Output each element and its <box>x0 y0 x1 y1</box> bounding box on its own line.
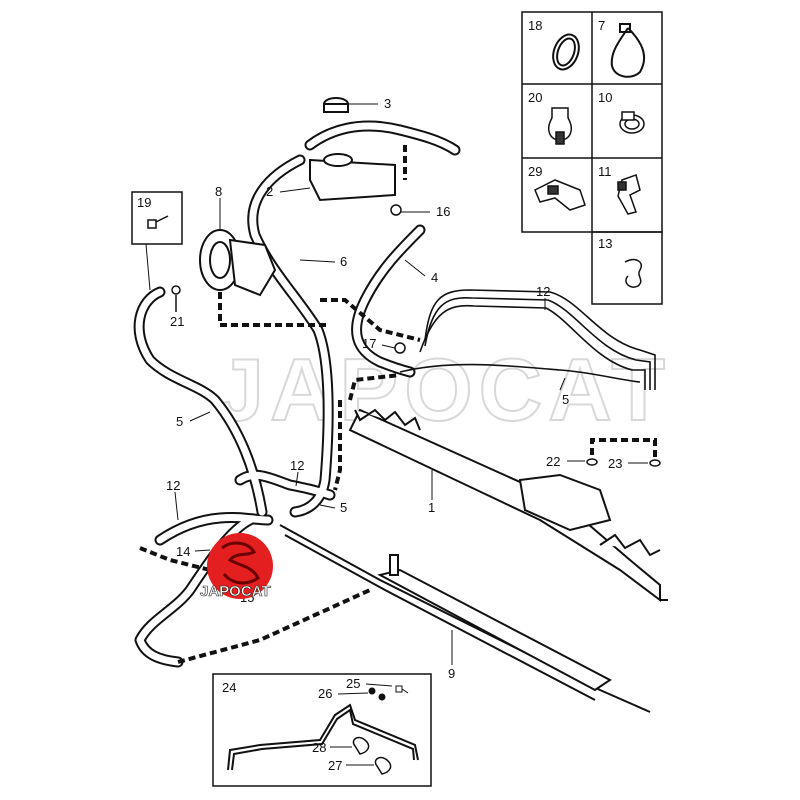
part-19-box <box>131 191 183 245</box>
logo-text: JAPOCAT <box>200 583 271 600</box>
callout-16: 16 <box>436 204 450 219</box>
clip-13-part <box>624 258 642 288</box>
steering-rack-part <box>348 408 668 602</box>
part-14-leader <box>194 549 211 552</box>
callout-5b: 5 <box>562 392 569 407</box>
cooler-part <box>279 524 651 713</box>
parts-grid <box>521 11 663 305</box>
hose-5b-leader <box>559 377 566 391</box>
japocat-logo: JAPOCAT <box>200 533 273 600</box>
pressure-pipes <box>399 289 656 390</box>
hose-clamp-10-part <box>619 111 645 134</box>
pipe-12c-leader <box>174 491 179 521</box>
washer-23-part <box>649 459 661 467</box>
callout-1: 1 <box>428 500 435 515</box>
callout-28: 28 <box>312 740 326 755</box>
grid-label-29: 29 <box>528 164 542 179</box>
reservoir-leader <box>279 187 311 193</box>
hose-lines-inner <box>135 122 459 666</box>
clamp-17-leader <box>381 344 396 349</box>
washer-22-part <box>586 458 598 466</box>
clamp-16-part <box>390 204 402 216</box>
callout-26: 26 <box>318 686 332 701</box>
callout-12b: 12 <box>290 458 304 473</box>
callout-2: 2 <box>266 184 273 199</box>
callout-25: 25 <box>346 676 360 691</box>
part-24-box <box>212 673 432 787</box>
part-24-pipe <box>227 703 419 771</box>
grid-label-7: 7 <box>598 18 605 33</box>
callout-24: 24 <box>222 680 236 695</box>
callout-5c: 5 <box>340 500 347 515</box>
reservoir-cap-part <box>323 97 349 113</box>
part-19-leader <box>145 243 151 291</box>
reservoir-part <box>309 153 396 202</box>
callout-8: 8 <box>215 184 222 199</box>
callout-14: 14 <box>176 544 190 559</box>
grid-label-11: 11 <box>598 164 612 179</box>
washer-21-part <box>171 285 181 312</box>
callout-4: 4 <box>431 270 438 285</box>
callout-21: 21 <box>170 314 184 329</box>
hose-5c-leader <box>319 504 336 509</box>
grid-label-20: 20 <box>528 90 542 105</box>
pump-part <box>199 229 277 297</box>
clip-20-part <box>548 107 572 145</box>
callout-23: 23 <box>608 456 622 471</box>
callout-9: 9 <box>448 666 455 681</box>
pipe-12b-leader <box>295 471 299 487</box>
callout-5a: 5 <box>176 414 183 429</box>
grid-label-13: 13 <box>598 236 612 251</box>
callout-3: 3 <box>384 96 391 111</box>
part-26-leader <box>337 692 369 695</box>
part-25-leader <box>365 683 393 687</box>
callout-6: 6 <box>340 254 347 269</box>
clamp-17-part <box>394 342 406 354</box>
callout-27: 27 <box>328 758 342 773</box>
callout-17: 17 <box>362 336 376 351</box>
grid-label-10: 10 <box>598 90 612 105</box>
o-ring-part <box>552 33 580 71</box>
part-24-clamps <box>352 736 392 775</box>
watermark-text: JAPOCAT <box>215 340 671 439</box>
grid-label-18: 18 <box>528 18 542 33</box>
callout-22: 22 <box>546 454 560 469</box>
bracket-11-part <box>617 174 641 215</box>
callout-19: 19 <box>137 195 151 210</box>
dashed-lines <box>139 145 657 664</box>
hose-6-leader <box>299 259 336 263</box>
callout-12a: 12 <box>536 284 550 299</box>
hose-4-leader <box>404 259 426 277</box>
hose-5a-leader <box>189 411 211 422</box>
bolt-19-part <box>147 215 169 229</box>
callout-12c: 12 <box>166 478 180 493</box>
bracket-29-part <box>534 179 586 211</box>
cable-tie-part <box>610 23 646 78</box>
part-24-fasteners <box>368 685 409 701</box>
